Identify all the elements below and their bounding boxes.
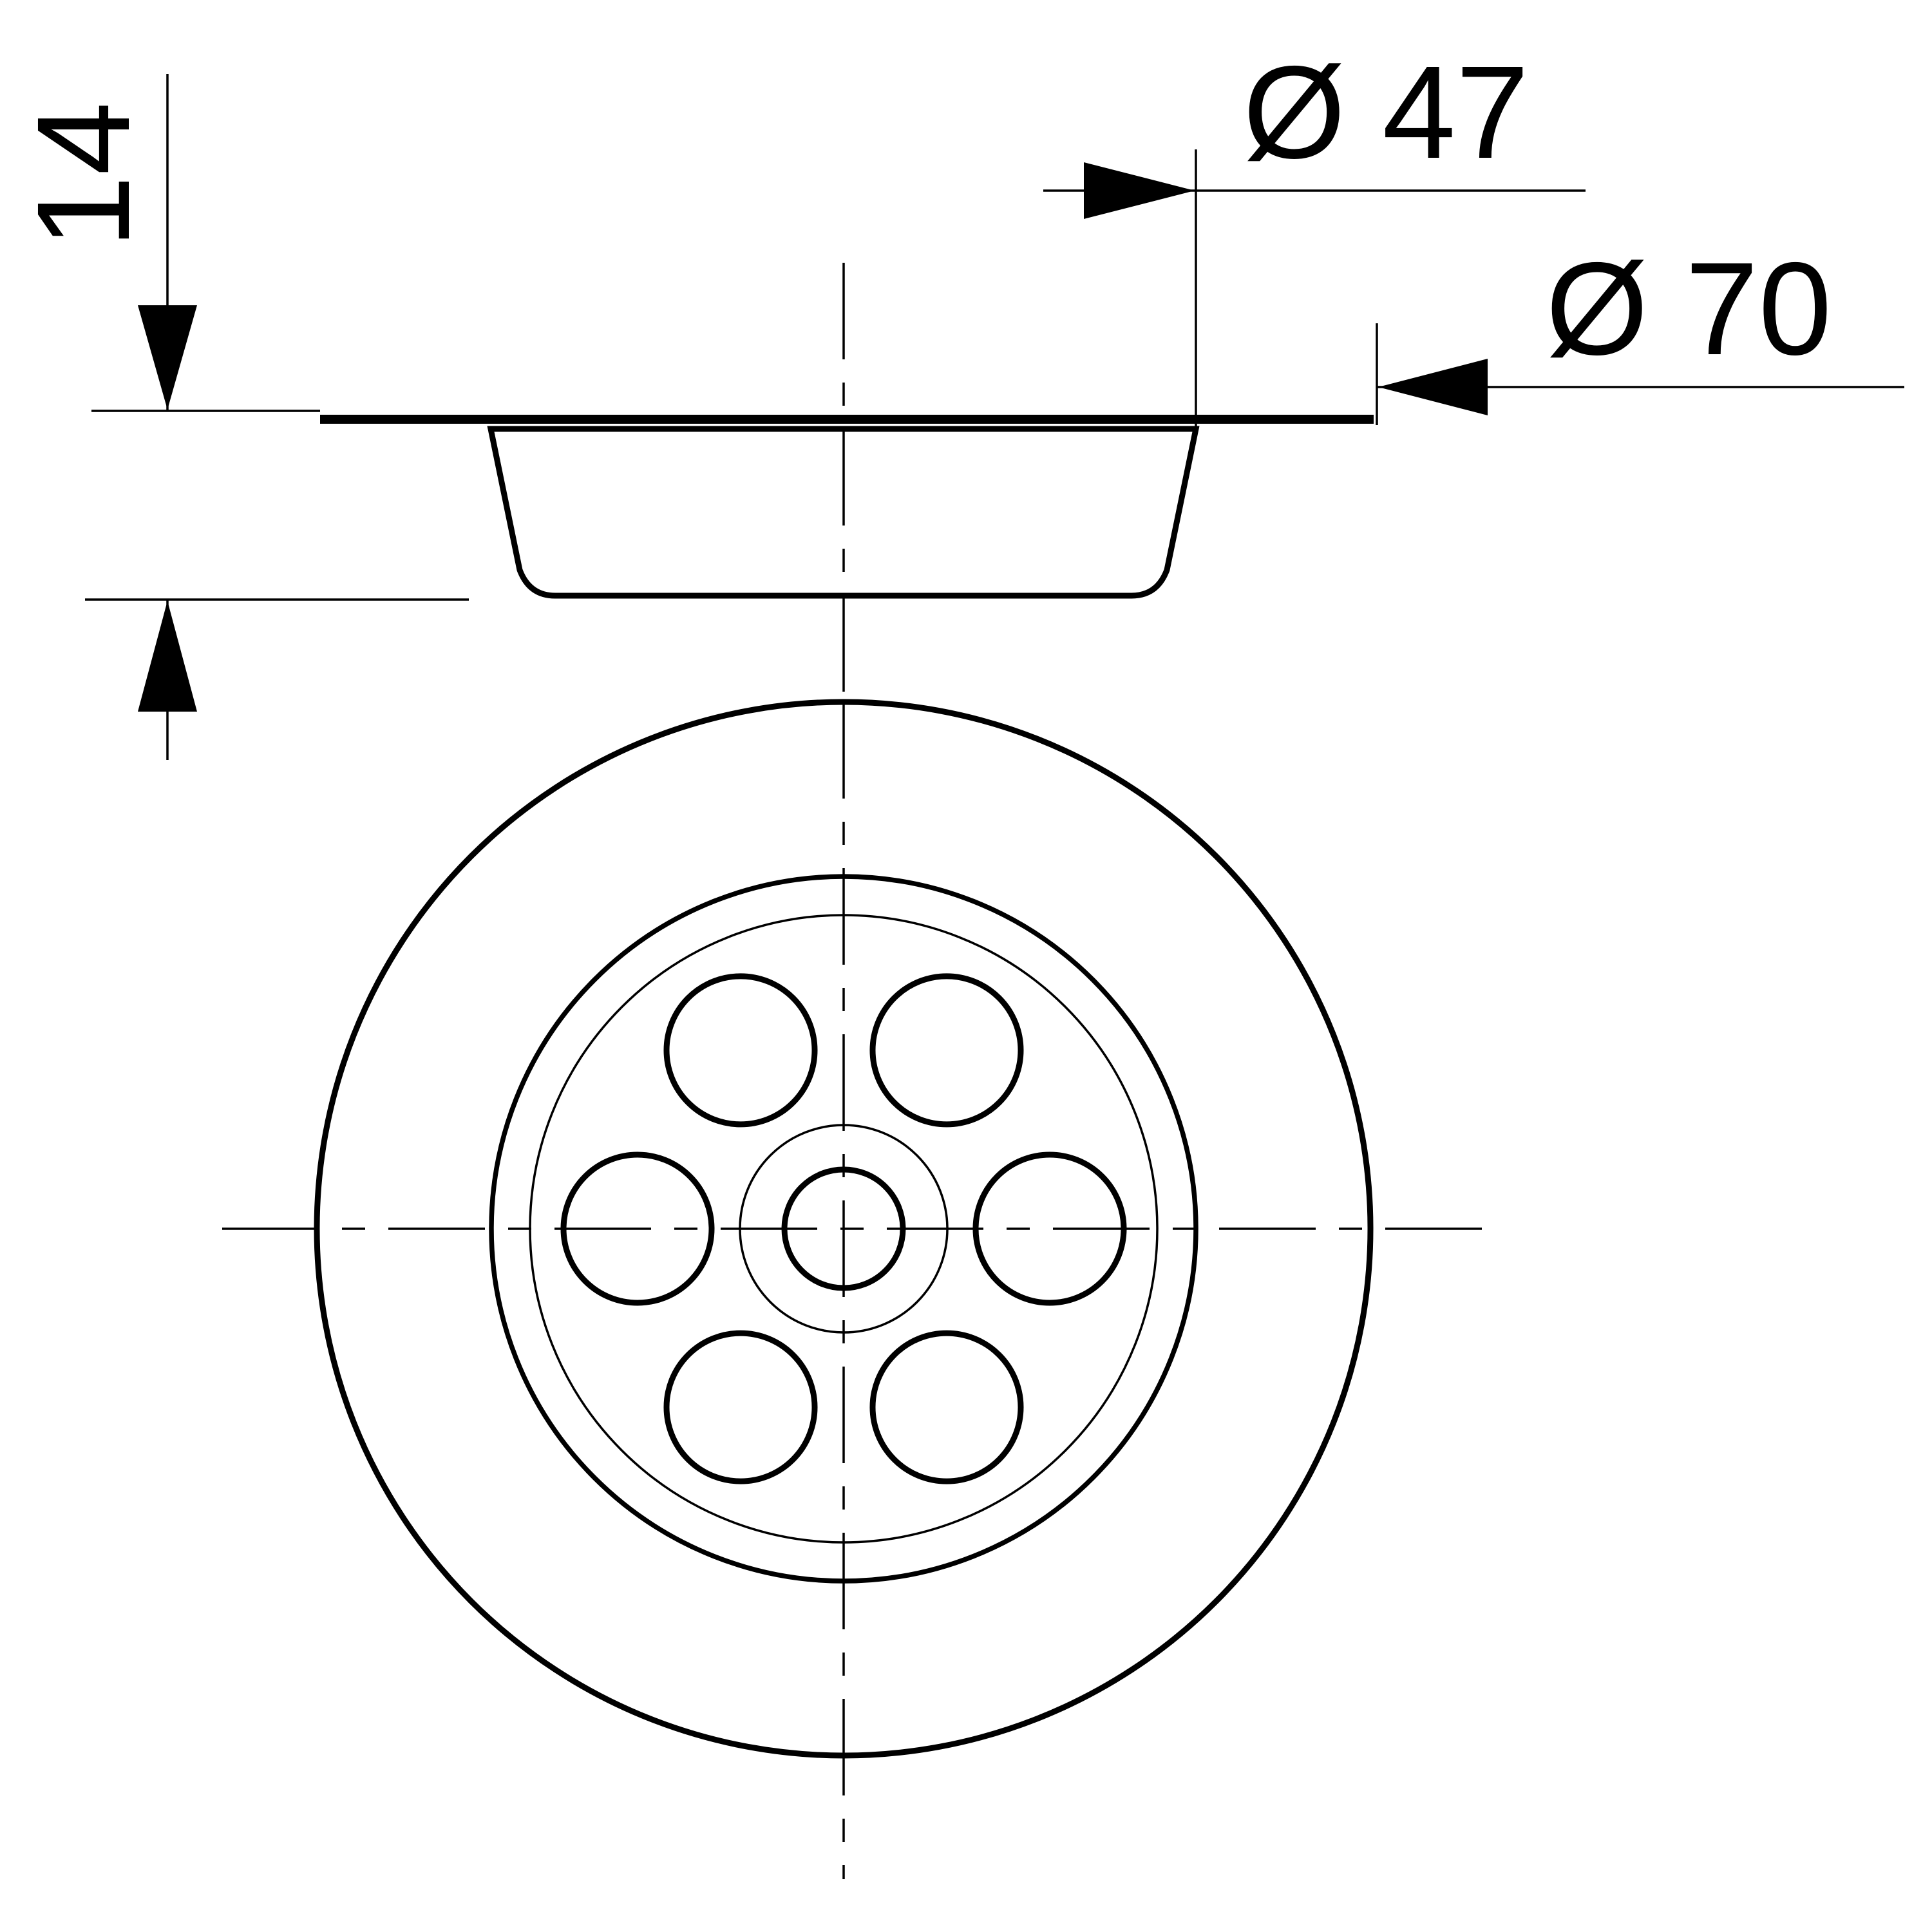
inner-diameter-arrow bbox=[1084, 162, 1195, 219]
inner-diameter-dimension: Ø 47 bbox=[1043, 39, 1586, 429]
outer-diameter-label: Ø 70 bbox=[1546, 235, 1832, 383]
drain-hole bbox=[663, 973, 818, 1128]
drain-hole bbox=[869, 973, 1024, 1128]
plan-view bbox=[222, 699, 1488, 1879]
height-arrow-up bbox=[138, 601, 197, 712]
drain-hole bbox=[663, 1330, 818, 1484]
side-view bbox=[320, 263, 1374, 699]
inner-diameter-label: Ø 47 bbox=[1243, 39, 1529, 186]
height-dimension: 14 bbox=[10, 74, 469, 760]
height-label: 14 bbox=[10, 102, 157, 249]
drain-hole bbox=[869, 1330, 1024, 1484]
strainer-cup bbox=[487, 426, 1200, 599]
height-arrow-down bbox=[138, 305, 197, 410]
flange-plate bbox=[320, 415, 1374, 424]
outer-diameter-arrow bbox=[1378, 359, 1488, 415]
outer-diameter-dimension: Ø 70 bbox=[1376, 235, 1904, 425]
